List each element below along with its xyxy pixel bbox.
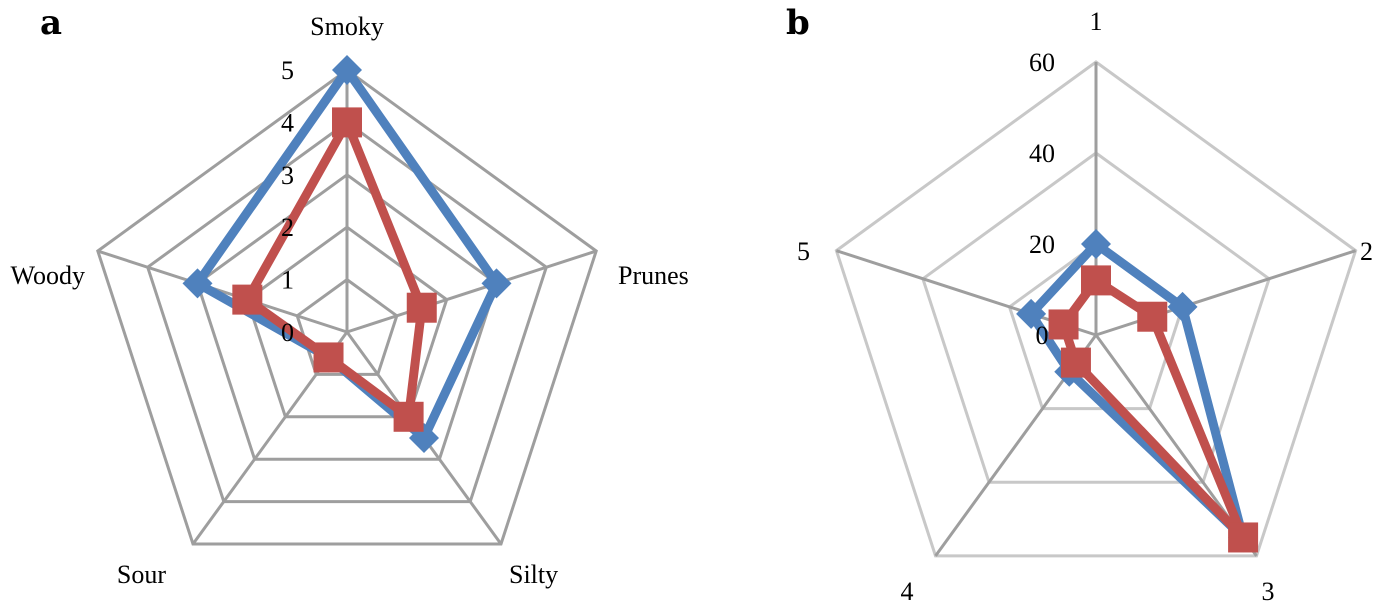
grid-ring [195, 172, 499, 461]
series-line-2 [242, 117, 427, 422]
tick-label: 4 [281, 108, 294, 137]
axis-label: 3 [1262, 577, 1275, 606]
data-point-square [1137, 301, 1168, 332]
axis-label: Smoky [310, 12, 384, 41]
data-point-square [406, 292, 437, 323]
tick-label: 0 [1036, 321, 1049, 350]
axis-label: 5 [797, 237, 810, 266]
grid-spoke [346, 249, 597, 334]
tick-label: 5 [281, 56, 294, 85]
data-point-square [332, 107, 362, 138]
grid-ring [834, 60, 1358, 558]
data-point-square [1081, 265, 1111, 296]
data-point-square [232, 284, 263, 315]
grid-ring [921, 151, 1271, 484]
data-point-diamond [1081, 229, 1111, 259]
data-point-diamond [1016, 298, 1047, 329]
panel-a-letter: a [40, 3, 62, 43]
tick-label: 0 [281, 318, 294, 347]
tick-label: 3 [281, 161, 294, 190]
data-point-square [313, 342, 344, 373]
grid-ring [245, 225, 449, 419]
tick-label: 60 [1029, 48, 1055, 77]
data-point-diamond [332, 55, 362, 85]
grid-ring [145, 120, 549, 504]
data-point-square [1060, 347, 1091, 378]
grid-ring [96, 68, 598, 546]
data-point-square [1228, 522, 1259, 553]
data-point-diamond [1167, 291, 1198, 322]
data-point-diamond [481, 268, 512, 299]
axis-label: Sour [117, 560, 166, 589]
tick-label: 20 [1029, 230, 1055, 259]
panel-b-letter: b [786, 3, 810, 43]
axis-label: 2 [1360, 237, 1373, 266]
series-line-1 [1026, 239, 1248, 542]
grid-spoke [97, 249, 348, 334]
tick-label: 1 [281, 266, 294, 295]
data-point-square [1048, 309, 1079, 340]
data-point-diamond [182, 268, 213, 299]
axis-label: 4 [901, 577, 914, 606]
data-point-square [393, 401, 424, 432]
radar-chart-b: 0 20 40 60 1 2 3 4 5 [797, 7, 1373, 606]
tick-label: 40 [1029, 139, 1055, 168]
axis-label: Woody [11, 261, 85, 290]
grid-spoke [1095, 249, 1357, 337]
tick-label: 2 [281, 213, 294, 242]
axis-label: Prunes [618, 261, 689, 290]
axis-label: Silty [509, 560, 558, 589]
axis-label: 1 [1090, 7, 1103, 36]
